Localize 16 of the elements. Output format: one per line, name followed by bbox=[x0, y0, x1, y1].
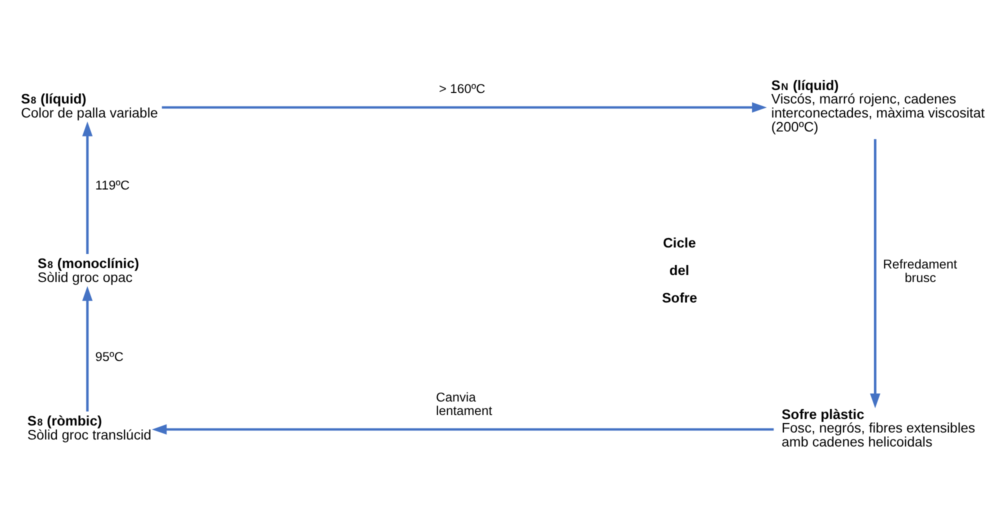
edge-label: 119ºC bbox=[95, 177, 130, 192]
edge-label: Canvia lentament bbox=[436, 388, 492, 418]
label: Cicle del Sofre bbox=[662, 234, 698, 306]
arrow bbox=[162, 102, 767, 112]
node-text: Sofre plàstic Fosc, negrós, fibres extensibles amb cadenes helicoidals bbox=[782, 406, 976, 449]
node-text: S8 (líquid) Color de palla variable bbox=[20, 91, 158, 120]
edge-label: 95ºC bbox=[95, 348, 124, 364]
arrow bbox=[870, 138, 880, 408]
arrow bbox=[82, 286, 93, 412]
arrow bbox=[152, 424, 774, 434]
node-text: S8 (monoclínic) Sòlid groc opac bbox=[38, 256, 140, 284]
node-text: S8 (ròmbic) Sòlid groc translúcid bbox=[27, 413, 152, 442]
node-text: SN (líquid) Viscós, marró rojenc, cadenes interconectades, màxima viscositat (200ºC) bbox=[771, 77, 985, 134]
arrow bbox=[82, 121, 93, 254]
edge-label: > 160ºC bbox=[438, 80, 486, 96]
edge-label: Refredament brusc bbox=[883, 256, 958, 285]
